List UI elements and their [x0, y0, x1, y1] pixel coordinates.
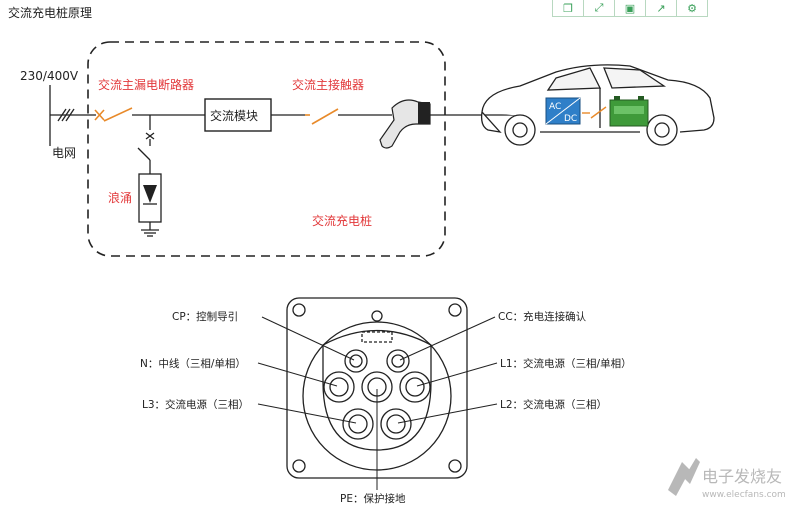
share-icon: ↗	[656, 1, 666, 15]
copy-button[interactable]: ❐	[552, 0, 584, 17]
copy-icon: ❐	[563, 1, 573, 15]
pe-label: PE：保护接地	[340, 492, 406, 505]
electric-car-icon	[480, 64, 715, 146]
save-button[interactable]: ▣	[615, 0, 646, 17]
l1-label: L1：交流电源（三相/单相）	[500, 357, 632, 370]
grid-label: 电网	[52, 146, 76, 160]
ac-module-label: 交流模块	[210, 108, 258, 123]
expand-button[interactable]: ⤢	[584, 0, 615, 17]
leader-lines	[257, 316, 498, 490]
l2-label: L2：交流电源（三相）	[500, 398, 607, 411]
ground-icon	[141, 229, 159, 237]
pin-cc	[386, 349, 410, 373]
share-button[interactable]: ↗	[646, 0, 677, 17]
ac-dc-converter-icon: AC DC	[545, 97, 581, 125]
car-internal-switch	[582, 106, 607, 119]
watermark-logo-icon	[668, 458, 700, 496]
surge-label: 浪涌	[108, 190, 132, 205]
watermark-cn: 电子发烧友	[702, 467, 782, 486]
pin-cp	[344, 349, 368, 373]
n-label: N：中线（三相/单相）	[140, 357, 246, 370]
dc-label: DC	[564, 114, 577, 124]
breaker-mark	[94, 107, 133, 122]
surge-switch	[137, 132, 155, 174]
settings-button[interactable]: ⚙	[677, 0, 708, 17]
circuit-diagram	[49, 41, 546, 257]
pin-l3	[342, 408, 374, 440]
contactor-label: 交流主接触器	[292, 77, 364, 92]
pin-l1	[399, 371, 431, 403]
expand-icon: ⤢	[594, 1, 604, 14]
elecfans-watermark: 电子发烧友 www.elecfans.com	[668, 458, 786, 500]
cc-label: CC：充电连接确认	[498, 310, 587, 323]
ac-label: AC	[549, 102, 561, 112]
cp-label: CP：控制导引	[172, 310, 238, 323]
toolbar: ❐ ⤢ ▣ ↗ ⚙	[552, 0, 708, 18]
watermark-url: www.elecfans.com	[702, 490, 786, 500]
settings-icon: ⚙	[687, 1, 697, 15]
pin-n	[323, 371, 355, 403]
save-icon: ▣	[624, 1, 636, 15]
contactor-switch	[305, 108, 339, 125]
battery-icon	[609, 96, 649, 127]
voltage-label: 230/400V	[20, 69, 79, 83]
l3-label: L3：交流电源（三相）	[142, 398, 249, 411]
charging-gun-icon	[379, 99, 431, 149]
page-title: 交流充电桩原理	[8, 6, 93, 20]
pile-label: 交流充电桩	[312, 213, 372, 228]
pin-l2	[380, 408, 412, 440]
breaker-label: 交流主漏电断路器	[98, 77, 194, 92]
connector-diagram	[257, 297, 498, 490]
pile-enclosure	[87, 41, 446, 257]
